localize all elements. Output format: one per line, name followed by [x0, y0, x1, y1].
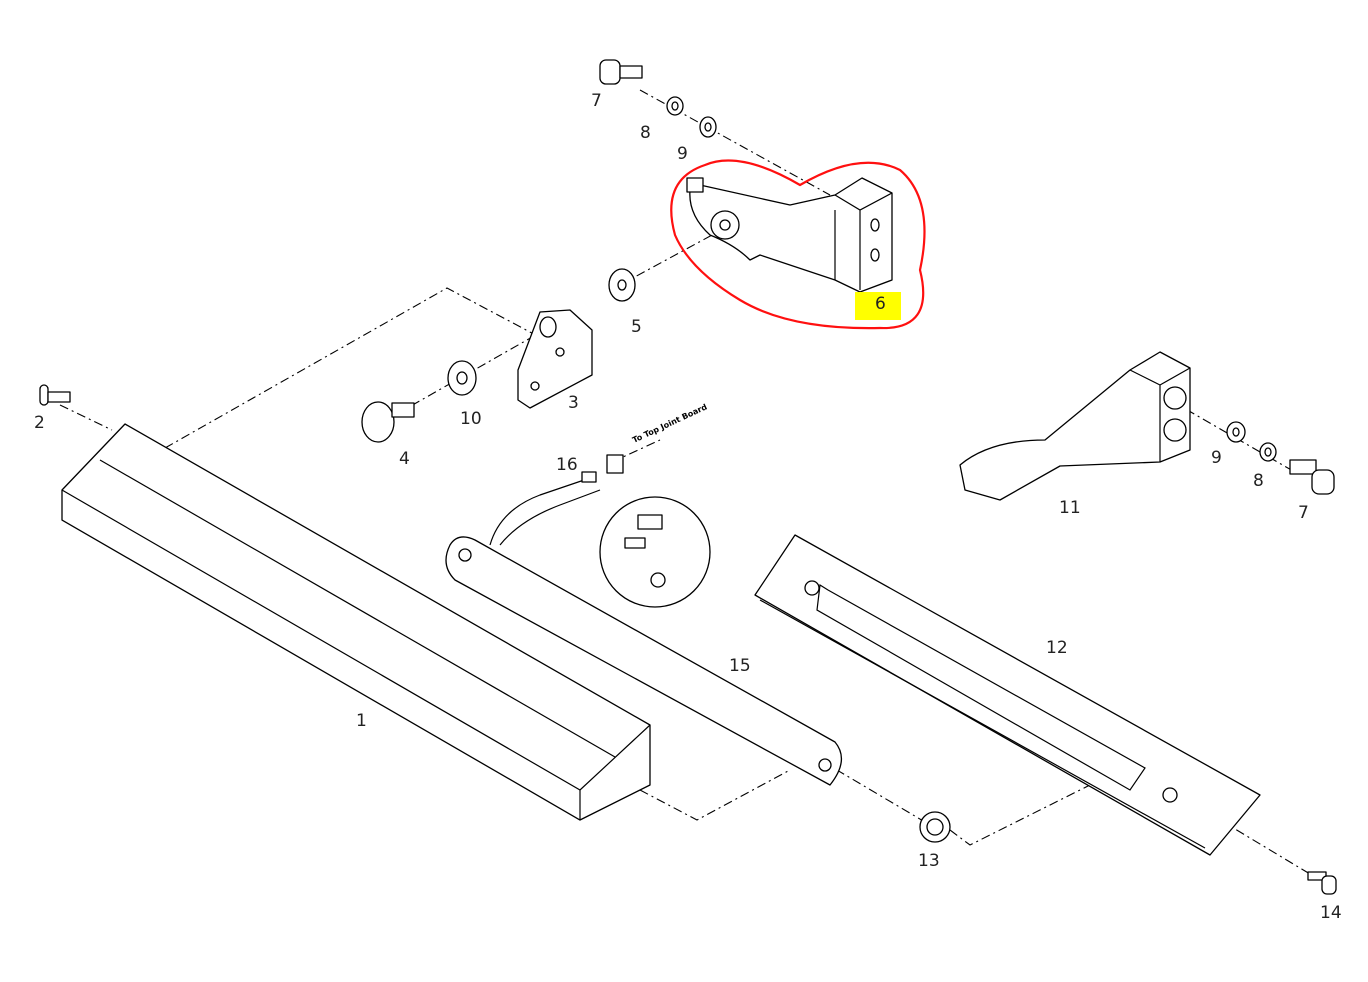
highlight-box	[855, 292, 901, 320]
label-15: 15	[729, 656, 751, 676]
highlight-circle	[670, 159, 926, 330]
label-7b: 7	[1298, 503, 1309, 523]
label-2: 2	[34, 413, 45, 433]
label-9b: 9	[1211, 448, 1222, 468]
assembly-lines	[59, 89, 1321, 881]
label-11: 11	[1059, 498, 1081, 518]
label-1: 1	[356, 711, 367, 731]
label-8: 8	[640, 123, 651, 143]
label-5: 5	[631, 317, 642, 337]
label-4: 4	[399, 449, 410, 469]
label-10: 10	[460, 409, 482, 429]
label-7: 7	[591, 91, 602, 111]
hardware	[39, 59, 1337, 895]
part-6-bracket	[686, 177, 893, 293]
label-6: 6	[875, 294, 886, 314]
label-12: 12	[1046, 638, 1068, 658]
part-11-bracket	[959, 351, 1191, 501]
part-15-bar	[445, 454, 842, 786]
part-12-rail	[754, 534, 1261, 856]
label-9: 9	[677, 144, 688, 164]
label-16: 16	[556, 455, 578, 475]
part-1-cover	[61, 423, 651, 821]
label-8b: 8	[1253, 471, 1264, 491]
connector-note: To Top Joint Board	[631, 402, 709, 445]
label-14: 14	[1320, 903, 1342, 923]
label-3: 3	[568, 393, 579, 413]
label-13: 13	[918, 851, 940, 871]
part-3-bracket	[517, 309, 593, 409]
